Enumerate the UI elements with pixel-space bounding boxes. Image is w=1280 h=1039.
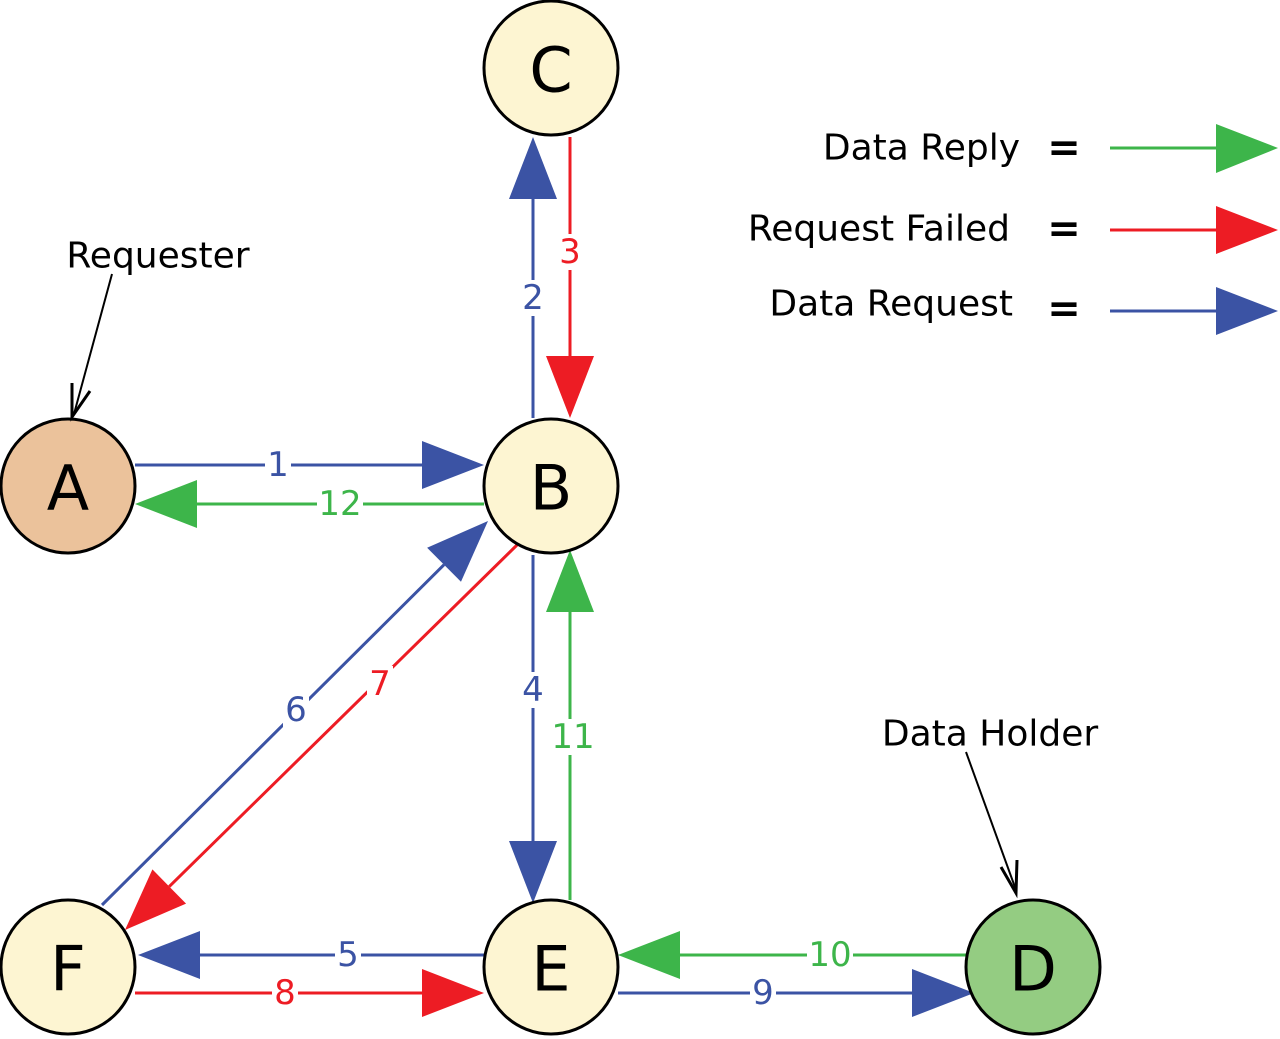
edge-f-to-b (100, 521, 488, 907)
edge-label-background (550, 719, 596, 755)
edge-step-label: 12 (318, 484, 361, 524)
legend-label-request: Data Request (769, 284, 1013, 325)
legend: Data Reply = Request Failed = Data Reque… (748, 124, 1278, 335)
arrowhead-icon (138, 931, 200, 979)
node-label: A (47, 452, 89, 525)
arrowhead-icon (422, 969, 484, 1017)
arrowhead-icon (125, 869, 187, 930)
edge-label-background (272, 975, 298, 1011)
edge-c-to-b (546, 137, 594, 418)
arrowhead-icon (509, 841, 557, 903)
edge-e-to-d (618, 969, 974, 1017)
edge-step-label: 7 (369, 664, 391, 704)
edge-step-label: 2 (522, 278, 544, 318)
legend-equals-reply: = (1047, 125, 1081, 171)
legend-label-reply: Data Reply (823, 128, 1020, 169)
legend-equals-failed: = (1047, 206, 1081, 252)
edge-b-to-f (125, 543, 519, 930)
edge-label-background (520, 280, 546, 316)
node-circle (964, 898, 1102, 1036)
node-d: D (964, 898, 1102, 1036)
requester-pointer-arrowhead-icon (70, 383, 92, 422)
legend-arrow-failed-icon (1216, 206, 1278, 254)
arrowhead-icon (618, 931, 680, 979)
arrowhead-icon (509, 137, 557, 199)
node-label: D (1009, 933, 1057, 1006)
edge-label-background (520, 672, 546, 708)
legend-label-failed: Request Failed (748, 209, 1010, 250)
edge-label-background (265, 447, 291, 483)
node-circle (482, 417, 620, 555)
node-label: B (530, 452, 573, 525)
arrowhead-icon (135, 480, 197, 528)
node-c: C (482, 0, 620, 137)
legend-item-request: Data Request = (769, 284, 1278, 335)
edge-label-background (557, 234, 583, 270)
node-b: B (482, 417, 620, 555)
edge-f-to-e (135, 969, 484, 1017)
edge-step-label: 10 (808, 935, 851, 975)
holder-pointer-arrowhead-icon (999, 859, 1019, 899)
edge-e-to-b (546, 550, 594, 900)
edge-line (168, 543, 519, 888)
edge-line (100, 563, 446, 907)
requester-pointer-line (73, 273, 113, 415)
node-circle (0, 417, 137, 555)
edge-label-background (367, 666, 393, 702)
edge-a-to-b (135, 441, 484, 489)
legend-equals-request: = (1047, 286, 1081, 332)
edge-e-to-f (138, 931, 484, 979)
edge-label-background (750, 975, 776, 1011)
edge-label-background (283, 692, 309, 728)
edge-step-label: 1 (267, 445, 289, 485)
edge-step-label: 8 (274, 973, 296, 1013)
node-e: E (482, 898, 620, 1036)
nodes-layer: A B C D E F (0, 0, 1102, 1036)
requester-label: Requester (66, 236, 249, 277)
edge-label-background (335, 937, 361, 973)
legend-item-failed: Request Failed = (748, 206, 1278, 254)
edge-step-label: 11 (551, 717, 594, 757)
legend-item-reply: Data Reply = (823, 124, 1278, 173)
legend-arrow-reply-icon (1216, 124, 1278, 173)
arrowhead-icon (422, 441, 484, 489)
arrowhead-icon (546, 550, 594, 612)
node-circle (482, 898, 620, 1036)
requester-annotation: Requester (66, 236, 250, 422)
edge-step-label: 6 (285, 690, 307, 730)
node-f: F (0, 898, 137, 1036)
node-label: C (529, 34, 572, 107)
node-a: A (0, 417, 137, 555)
holder-pointer-line (965, 751, 1017, 891)
legend-arrow-request-icon (1216, 287, 1278, 335)
edge-step-label: 9 (752, 973, 774, 1013)
holder-annotation: Data Holder (882, 714, 1098, 899)
edge-step-label: 4 (522, 670, 544, 710)
arrowhead-icon (427, 521, 488, 582)
node-circle (0, 898, 137, 1036)
edge-b-to-a (135, 480, 484, 528)
edge-step-label: 5 (337, 935, 359, 975)
edge-label-background (807, 937, 853, 973)
edge-step-label: 3 (559, 232, 581, 272)
node-label: F (50, 933, 86, 1006)
edge-label-background (317, 486, 363, 522)
arrowhead-icon (912, 969, 974, 1017)
arrowhead-icon (546, 356, 594, 418)
node-circle (482, 0, 620, 137)
holder-label: Data Holder (882, 714, 1098, 755)
node-label: E (531, 933, 570, 1006)
